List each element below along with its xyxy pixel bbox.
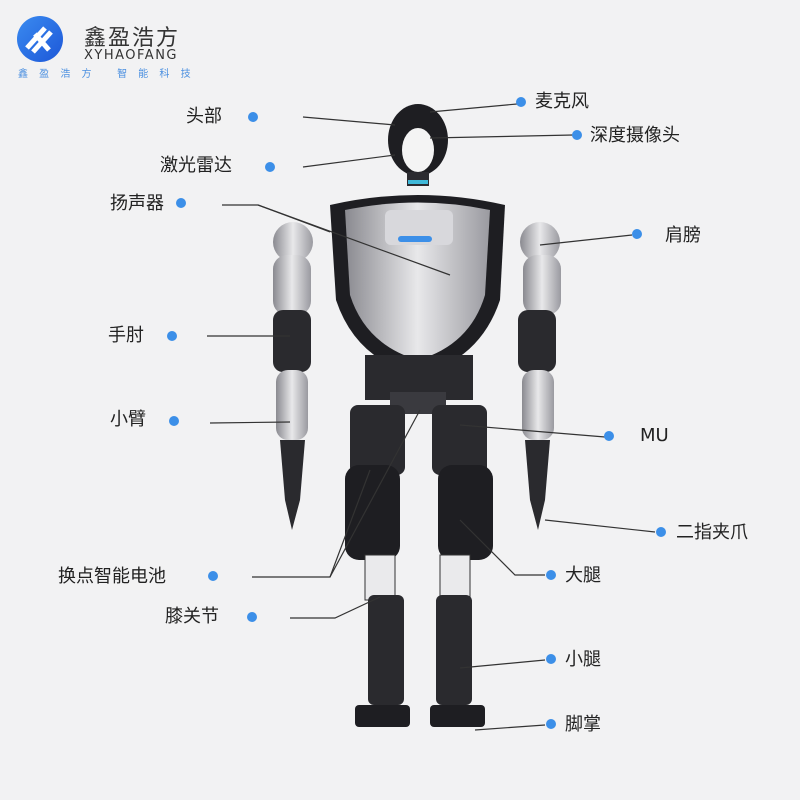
label-elbow: 手肘 [108, 325, 144, 346]
label-dot [169, 416, 179, 426]
label-dot [248, 112, 258, 122]
label-dot [656, 527, 666, 537]
label-dot [604, 431, 614, 441]
label-lidar: 激光雷达 [160, 155, 232, 176]
label-dot [208, 571, 218, 581]
label-forearm: 小臂 [110, 409, 146, 430]
logo-name-en: XYHAOFANG [84, 48, 178, 63]
label-dot [546, 570, 556, 580]
label-dot [632, 229, 642, 239]
label-battery: 换点智能电池 [58, 566, 166, 587]
label-gripper: 二指夹爪 [676, 522, 748, 543]
logo-tagline: 鑫 盈 浩 方 智 能 科 技 [18, 69, 195, 80]
label-microphone: 麦克风 [535, 91, 589, 112]
label-depth-camera: 深度摄像头 [590, 125, 680, 146]
label-thigh: 大腿 [565, 565, 601, 586]
leader-lines [207, 103, 656, 731]
label-dot [176, 198, 186, 208]
label-dot [546, 654, 556, 664]
label-dot [265, 162, 275, 172]
label-dot [247, 612, 257, 622]
label-shoulder: 肩膀 [665, 225, 701, 246]
label-dot [572, 130, 582, 140]
label-dot [546, 719, 556, 729]
label-shank: 小腿 [565, 649, 601, 670]
brand-logo: 鑫盈浩方 XYHAOFANG 鑫 盈 浩 方 智 能 科 技 [14, 14, 204, 84]
logo-name-cn: 鑫盈浩方 [84, 26, 181, 51]
label-head: 头部 [186, 106, 222, 127]
label-knee: 膝关节 [165, 606, 219, 627]
logo-icon [17, 16, 63, 62]
label-dot [167, 331, 177, 341]
robot-illustration [273, 104, 561, 727]
label-imu: MU [640, 425, 669, 446]
label-foot: 脚掌 [565, 714, 601, 735]
label-dot [516, 97, 526, 107]
label-speaker: 扬声器 [110, 193, 164, 214]
